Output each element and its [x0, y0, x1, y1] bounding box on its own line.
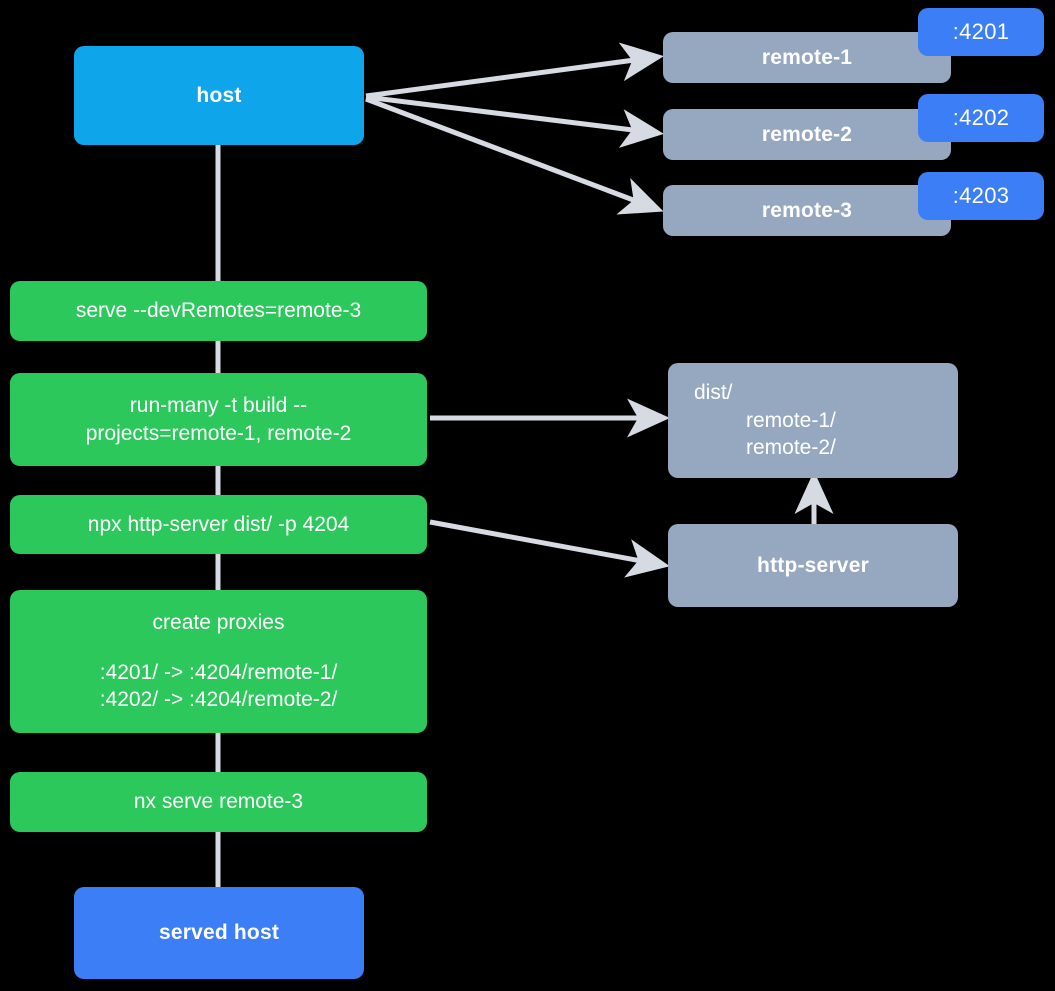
node-run-many-line-2: projects=remote-1, remote-2 — [85, 421, 352, 445]
node-create-proxies-title: create proxies — [152, 610, 285, 634]
node-host-label: host — [196, 83, 242, 107]
edge-host-to-remote-2 — [365, 94, 664, 148]
badge-remote-3-port-label: :4203 — [952, 183, 1010, 208]
node-create-proxies-mapping-1: :4201/ -> :4204/remote-1/ — [99, 660, 338, 684]
edge-host-to-remote-1 — [365, 42, 664, 99]
node-served-host[interactable]: served host — [74, 887, 364, 979]
node-http-server[interactable]: http-server — [668, 524, 958, 607]
node-serve-command[interactable]: serve --devRemotes=remote-3 — [10, 281, 427, 341]
node-create-proxies-mapping-2: :4202/ -> :4204/remote-2/ — [99, 688, 338, 712]
node-serve-command-label: serve --devRemotes=remote-3 — [75, 299, 362, 323]
node-nx-serve-command[interactable]: nx serve remote-3 — [10, 772, 427, 832]
node-run-many-line-1: run-many -t build -- — [129, 393, 308, 417]
badge-remote-1-port: :4201 — [918, 8, 1044, 56]
node-remote-1[interactable]: remote-1 — [663, 32, 951, 83]
node-remote-2[interactable]: remote-2 — [663, 109, 951, 160]
badge-remote-1-port-label: :4201 — [952, 19, 1010, 44]
node-dist-folder[interactable]: dist/ remote-1/ remote-2/ — [668, 363, 958, 478]
node-remote-1-label: remote-1 — [761, 45, 853, 69]
node-http-server-command[interactable]: npx http-server dist/ -p 4204 — [10, 495, 427, 554]
edge-host-to-remote-3 — [365, 96, 664, 215]
node-remote-2-label: remote-2 — [761, 122, 853, 146]
node-http-server-label: http-server — [757, 553, 869, 577]
node-host[interactable]: host — [74, 46, 364, 145]
badge-remote-2-port: :4202 — [918, 94, 1044, 142]
badge-remote-3-port: :4203 — [918, 172, 1044, 220]
node-create-proxies[interactable]: create proxies :4201/ -> :4204/remote-1/… — [10, 590, 427, 733]
node-dist-folder-line-1: dist/ — [694, 380, 733, 404]
node-dist-folder-line-2: remote-1/ — [746, 408, 836, 432]
node-nx-serve-command-label: nx serve remote-3 — [133, 790, 304, 814]
badge-remote-2-port-label: :4202 — [952, 105, 1010, 130]
node-run-many-command[interactable]: run-many -t build -- projects=remote-1, … — [10, 373, 427, 466]
node-served-host-label: served host — [158, 921, 280, 945]
node-remote-3[interactable]: remote-3 — [663, 185, 951, 236]
node-dist-folder-line-3: remote-2/ — [746, 436, 836, 460]
node-http-server-command-label: npx http-server dist/ -p 4204 — [87, 512, 350, 536]
edge-http-server-cmd-to-http-server — [429, 519, 670, 578]
node-remote-3-label: remote-3 — [761, 198, 853, 222]
